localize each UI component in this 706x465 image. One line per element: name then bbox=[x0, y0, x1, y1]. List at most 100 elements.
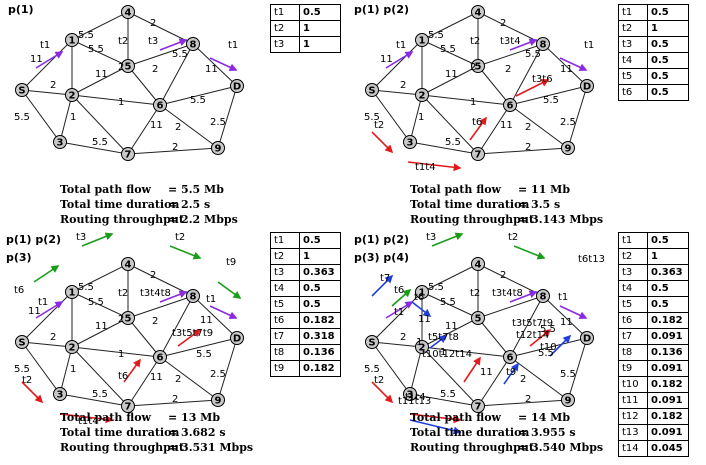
path-set-title: p(1) bbox=[8, 3, 34, 16]
edge-6-9 bbox=[159, 104, 219, 149]
flow-arrow bbox=[59, 413, 114, 424]
node-label: 6 bbox=[157, 353, 164, 364]
edge-annotation: 2 bbox=[525, 122, 531, 133]
flow-arrow bbox=[385, 51, 414, 69]
edge-annotation: 5.5 bbox=[525, 49, 541, 60]
table-key: t9 bbox=[618, 360, 648, 377]
edge-annotation: 5.5 bbox=[92, 137, 108, 148]
node-D: D bbox=[230, 79, 244, 93]
table-key: t8 bbox=[618, 344, 648, 361]
node-label: 2 bbox=[419, 343, 426, 354]
node-7: 7 bbox=[471, 399, 485, 413]
edge-6-D bbox=[509, 337, 588, 358]
summary-label: Routing throughput bbox=[410, 441, 534, 454]
edge-annotation: t12t14 bbox=[516, 330, 549, 341]
edge-5-6 bbox=[477, 65, 511, 106]
summary-label: Total time duration bbox=[410, 198, 530, 211]
edge-annotation: t3t5t7t9 bbox=[172, 328, 213, 339]
edge-2-6 bbox=[71, 94, 161, 106]
edge-2-7 bbox=[71, 94, 129, 155]
table-value: 0.182 bbox=[647, 312, 689, 329]
summary-label: Total time duration bbox=[60, 426, 180, 439]
node-label: 4 bbox=[125, 8, 132, 19]
table-value: 0.5 bbox=[647, 68, 689, 85]
node-label: 3 bbox=[57, 390, 64, 401]
edge-annotation: 5.5 bbox=[428, 30, 444, 41]
table-key: t1 bbox=[618, 4, 648, 21]
flow-arrow bbox=[503, 362, 519, 385]
edge-annotation: 2 bbox=[50, 332, 56, 343]
table-key: t2 bbox=[270, 248, 300, 265]
edge-annotation: 2 bbox=[400, 80, 406, 91]
flow-arrow bbox=[217, 281, 242, 299]
edge-2-3 bbox=[409, 94, 423, 143]
edge-5-6 bbox=[477, 317, 511, 358]
edge-annotation: 5.5 bbox=[78, 30, 94, 41]
edge-7-9 bbox=[127, 147, 219, 155]
table-value: 0.182 bbox=[299, 360, 341, 377]
table-key: t12 bbox=[618, 408, 648, 425]
table-value: 0.5 bbox=[647, 280, 689, 297]
edge-annotation: t2 bbox=[374, 120, 384, 131]
table-key: t5 bbox=[618, 296, 648, 313]
summary-value: = 2.5 s bbox=[168, 198, 211, 211]
summary-label: Routing throughput bbox=[60, 441, 184, 454]
edge-annotation: 2 bbox=[150, 270, 156, 281]
table-key: t8 bbox=[270, 344, 300, 361]
table-value: 1 bbox=[647, 20, 689, 37]
edge-7-9 bbox=[477, 399, 569, 407]
node-4: 4 bbox=[471, 5, 485, 19]
edge-annotation: 11 bbox=[150, 372, 163, 383]
node-4: 4 bbox=[121, 5, 135, 19]
edge-annotation: t1 bbox=[228, 40, 238, 51]
table-value: 0.5 bbox=[299, 4, 341, 21]
summary-value: = 14 Mb bbox=[518, 411, 571, 424]
edge-annotation: t1 bbox=[40, 40, 50, 51]
edge-annotation: 1 bbox=[470, 97, 476, 108]
node-label: D bbox=[233, 334, 241, 345]
edge-annotation: t3t4t8 bbox=[492, 288, 523, 299]
table-key: t4 bbox=[270, 280, 300, 297]
summary-label: Total time duration bbox=[410, 426, 530, 439]
edge-2-6 bbox=[421, 346, 511, 358]
table-value: 0.5 bbox=[647, 36, 689, 53]
edge-annotation: t1t4 bbox=[405, 392, 426, 403]
node-9: 9 bbox=[211, 393, 225, 407]
edge-5-8 bbox=[477, 295, 544, 319]
edge-annotation: 2 bbox=[172, 142, 178, 153]
edge-annotation: t2 bbox=[175, 232, 185, 243]
edge-2-3 bbox=[59, 94, 73, 143]
table-value: 0.363 bbox=[647, 264, 689, 281]
node-label: 4 bbox=[125, 260, 132, 271]
table-key: t6 bbox=[270, 312, 300, 329]
summary-row-thr: Routing throughput= 3.531 Mbps bbox=[60, 440, 253, 455]
table-key: t1 bbox=[270, 4, 300, 21]
edge-2-7 bbox=[71, 346, 129, 407]
node-label: 9 bbox=[215, 396, 222, 407]
node-5: 5 bbox=[471, 59, 485, 73]
edge-annotation: t9 bbox=[226, 257, 236, 268]
table-value: 0.045 bbox=[647, 440, 689, 457]
table-key: t10 bbox=[618, 376, 648, 393]
edge-1-S bbox=[21, 291, 73, 343]
edge-annotation: t3 bbox=[76, 232, 86, 243]
table-value: 0.5 bbox=[647, 4, 689, 21]
flow-arrow bbox=[81, 232, 114, 247]
node-label: 4 bbox=[475, 8, 482, 19]
edge-annotation: 11 bbox=[205, 64, 218, 75]
table-value: 0.182 bbox=[647, 376, 689, 393]
edge-annotation: t3t4t8 bbox=[140, 288, 171, 299]
flow-arrow bbox=[509, 38, 538, 51]
edge-S-2 bbox=[21, 89, 73, 96]
flow-arrow bbox=[549, 334, 572, 357]
edge-annotation: t6 bbox=[394, 285, 404, 296]
